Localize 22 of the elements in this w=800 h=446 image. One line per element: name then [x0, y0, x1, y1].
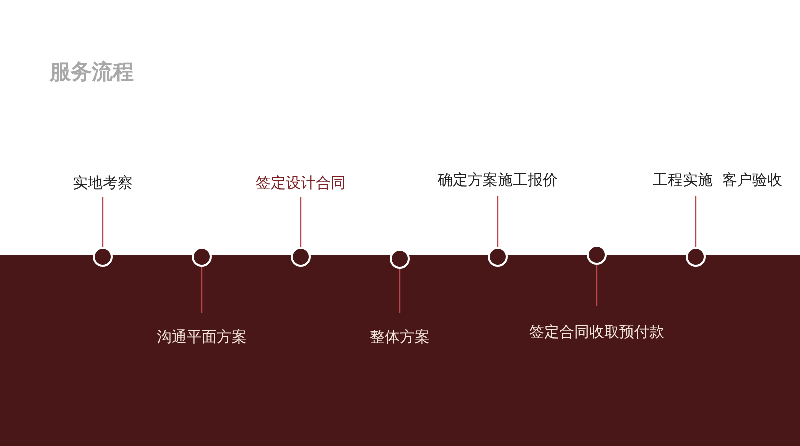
- leader-line: [102, 197, 104, 247]
- leader-line: [497, 196, 499, 247]
- leader-line: [695, 196, 697, 247]
- leader-line: [596, 265, 598, 306]
- timeline-dot: [192, 247, 212, 267]
- timeline-dot: [390, 249, 410, 269]
- step-label: 工程实施 客户验收: [653, 170, 783, 190]
- step-label: 整体方案: [370, 327, 430, 347]
- timeline-dot: [93, 247, 113, 267]
- step-label: 确定方案施工报价: [438, 170, 558, 190]
- step-label: 签定设计合同: [256, 173, 346, 193]
- step-label: 实地考察: [73, 173, 133, 193]
- leader-line: [201, 267, 203, 313]
- timeline-dot: [587, 245, 607, 265]
- leader-line: [300, 197, 302, 247]
- timeline-dot: [686, 247, 706, 267]
- leader-line: [399, 269, 401, 313]
- step-label: 沟通平面方案: [157, 327, 247, 347]
- timeline-dot: [488, 247, 508, 267]
- step-label: 签定合同收取预付款: [530, 322, 664, 342]
- timeline-dot: [291, 247, 311, 267]
- title: 服务流程: [50, 59, 134, 86]
